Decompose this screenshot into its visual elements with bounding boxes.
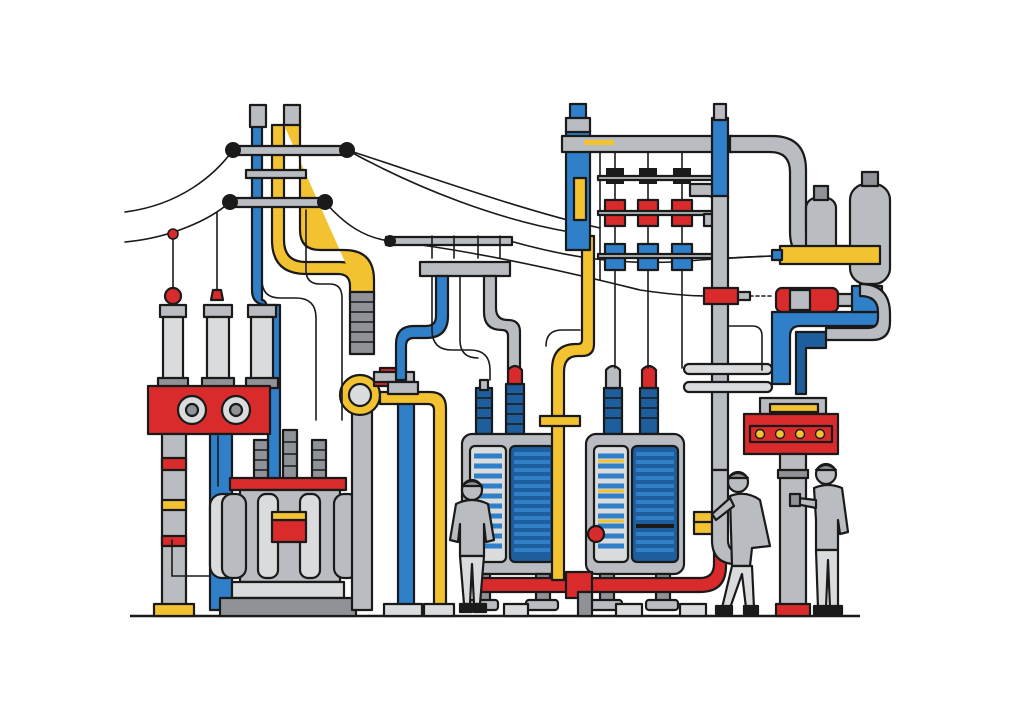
worker-1 <box>448 478 496 614</box>
busbar <box>384 235 522 382</box>
yellow-riser <box>538 234 596 582</box>
transformer-left <box>208 428 372 618</box>
worker-3 <box>788 462 850 616</box>
control-unit <box>710 396 840 618</box>
foundation-blocks <box>382 602 708 618</box>
switch-cabinet <box>560 102 734 471</box>
worker-2 <box>710 470 772 616</box>
right-pipework <box>682 102 892 472</box>
transformer-center-b <box>584 364 686 612</box>
